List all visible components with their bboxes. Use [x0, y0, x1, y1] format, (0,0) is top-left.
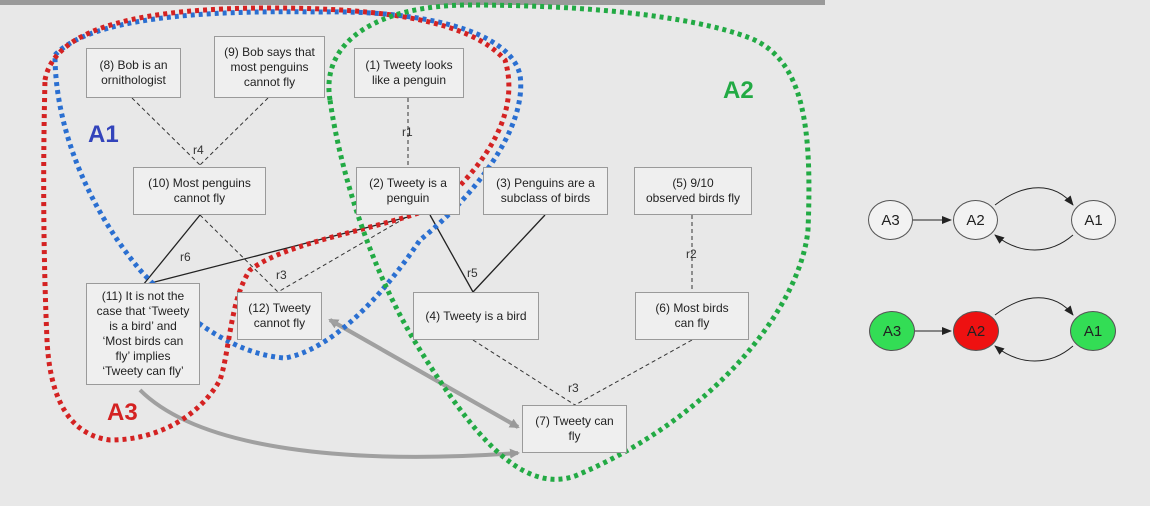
- statement-10: (10) Most penguins cannot fly: [133, 167, 266, 215]
- statement-2: (2) Tweety is a penguin: [356, 167, 460, 215]
- graph1-node-a3: A3: [868, 200, 913, 240]
- rule-label-r3-upper: r3: [276, 268, 287, 282]
- argument-a2-outline: [326, 2, 812, 482]
- argument-label-a3: A3: [107, 399, 138, 426]
- statement-9: (9) Bob says that most penguins cannot f…: [214, 36, 325, 98]
- edge-r3-2: [277, 217, 406, 293]
- argument-a3-outline: [41, 5, 512, 443]
- statement-4: (4) Tweety is a bird: [413, 292, 539, 340]
- graph1-edge-a1-a2: [994, 234, 1074, 251]
- graph1-node-a1: A1: [1071, 200, 1116, 240]
- statement-7: (7) Tweety can fly: [522, 405, 627, 453]
- edge-r3-10: [199, 214, 279, 293]
- edge-r3-4: [472, 339, 576, 406]
- graph2-edge-a2-a1: [994, 297, 1074, 316]
- edge-r4-9: [199, 97, 269, 166]
- rule-label-r4: r4: [193, 143, 204, 157]
- statement-11: (11) It is not the case that ‘Tweety is …: [86, 283, 200, 385]
- graph2-node-a3: A3: [869, 311, 915, 351]
- top-divider: [0, 0, 825, 5]
- statement-6: (6) Most birds can fly: [635, 292, 749, 340]
- statement-12: (12) Tweety cannot fly: [237, 292, 322, 340]
- rule-label-r2: r2: [686, 247, 697, 261]
- graph1-node-a2: A2: [953, 200, 998, 240]
- argument-a1-outline: [52, 9, 524, 361]
- graph2-node-a2: A2: [953, 311, 999, 351]
- statement-8: (8) Bob is an ornithologist: [86, 48, 181, 98]
- rule-label-r6: r6: [180, 250, 191, 264]
- edge-r5-3: [472, 214, 546, 293]
- statement-1: (1) Tweety looks like a penguin: [354, 48, 464, 98]
- statement-5: (5) 9/10 observed birds fly: [634, 167, 752, 215]
- attack-arrow-12-7: [329, 318, 520, 429]
- statement-3: (3) Penguins are a subclass of birds: [483, 167, 608, 215]
- edge-r6-10: [142, 214, 201, 286]
- rule-label-r3-lower: r3: [568, 381, 579, 395]
- attack-arrow-11-7: [138, 388, 520, 459]
- edge-r3-6: [574, 339, 693, 406]
- edge-r4-8: [131, 97, 201, 166]
- graph2-node-a1: A1: [1070, 311, 1116, 351]
- argument-label-a1: A1: [88, 121, 119, 148]
- rule-label-r1: r1: [402, 125, 413, 139]
- graph1-edge-a2-a1: [994, 187, 1074, 206]
- rule-label-r5: r5: [467, 266, 478, 280]
- argument-label-a2: A2: [723, 77, 754, 104]
- graph2-edge-a1-a2: [994, 345, 1074, 362]
